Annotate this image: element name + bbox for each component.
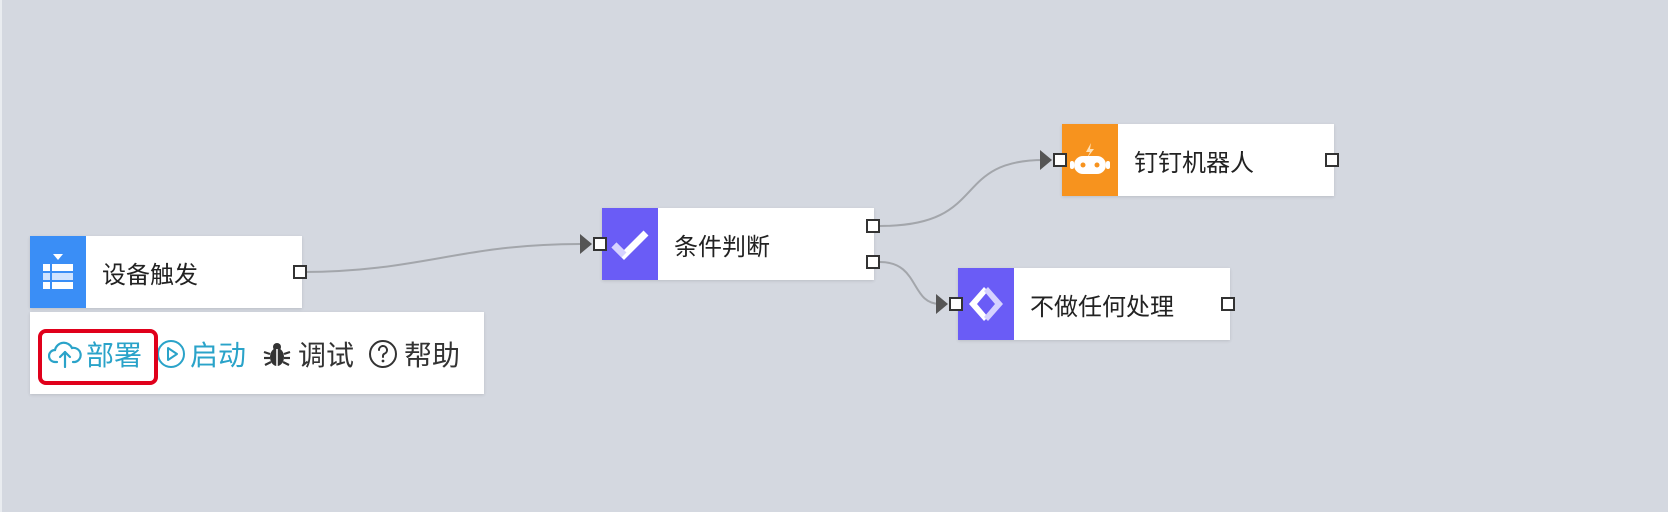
play-circle-icon — [157, 340, 185, 368]
help-button[interactable]: 帮助 — [368, 332, 460, 376]
robot-icon — [1062, 124, 1118, 196]
wire-condition-to-noop — [879, 261, 941, 305]
output-port-device-trigger[interactable] — [293, 265, 307, 279]
code-diamond-icon — [958, 268, 1014, 340]
node-condition[interactable]: 条件判断 — [602, 208, 874, 280]
output-port-dingtalk-robot[interactable] — [1325, 153, 1339, 167]
deploy-button[interactable]: 部署 — [48, 332, 142, 376]
wire-condition-to-robot — [879, 159, 1045, 227]
input-port-no-action[interactable] — [949, 297, 963, 311]
deploy-label: 部署 — [86, 339, 143, 372]
check-icon — [602, 208, 658, 280]
input-arrow-condition — [580, 234, 592, 254]
node-label: 钉钉机器人 — [1134, 148, 1254, 177]
debug-label: 调试 — [298, 339, 355, 372]
cloud-upload-icon — [48, 341, 82, 368]
output-port-no-action[interactable] — [1221, 297, 1235, 311]
help-circle-icon — [369, 340, 397, 368]
debug-button[interactable]: 调试 — [262, 332, 354, 376]
node-dingtalk-robot[interactable]: 钉钉机器人 — [1062, 124, 1334, 196]
output-port-condition-false[interactable] — [866, 255, 880, 269]
start-label: 启动 — [190, 339, 247, 372]
input-arrow-dingtalk-robot — [1040, 150, 1052, 170]
input-port-condition[interactable] — [593, 237, 607, 251]
node-label: 设备触发 — [102, 260, 198, 289]
node-toolbar: 部署 启动 调试 — [30, 312, 484, 394]
node-label: 不做任何处理 — [1030, 292, 1174, 321]
wire-trigger-to-condition — [301, 243, 581, 273]
help-label: 帮助 — [404, 339, 461, 372]
canvas-edge — [0, 0, 2, 512]
node-no-action[interactable]: 不做任何处理 — [958, 268, 1230, 340]
start-button[interactable]: 启动 — [156, 332, 246, 376]
output-port-condition-true[interactable] — [866, 219, 880, 233]
input-arrow-no-action — [936, 294, 948, 314]
device-trigger-icon — [30, 236, 86, 308]
input-port-dingtalk-robot[interactable] — [1053, 153, 1067, 167]
bug-icon — [263, 343, 291, 366]
node-label: 条件判断 — [674, 232, 770, 261]
node-device-trigger[interactable]: 设备触发 — [30, 236, 302, 308]
